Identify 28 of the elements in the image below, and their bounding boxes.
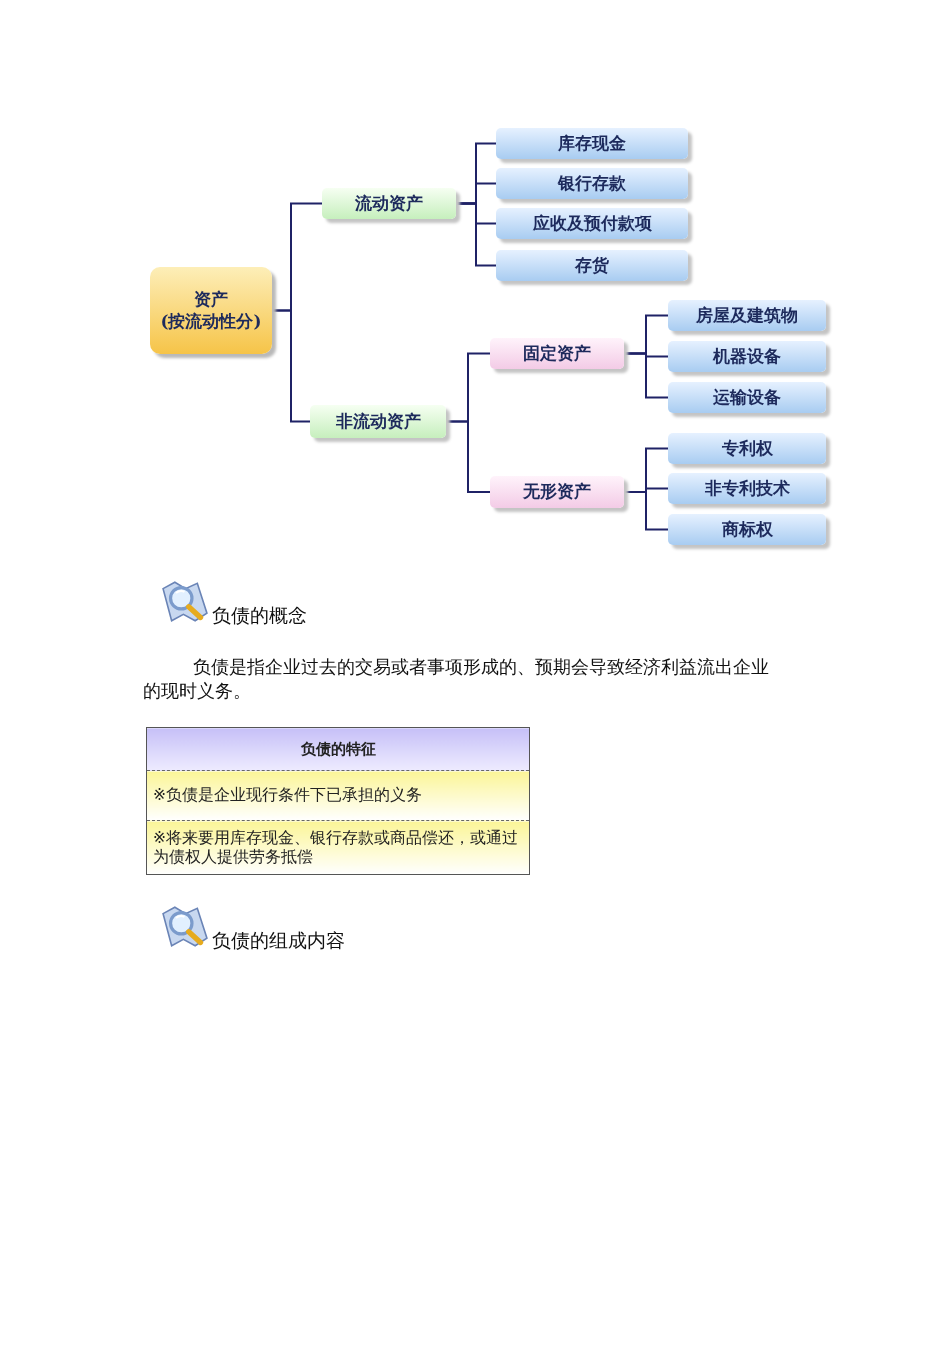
item-box: 应收及预付款项 [496,208,688,239]
table-cell: ※负债是企业现行条件下已承担的义务 [146,770,530,821]
connector-line [271,309,311,423]
subheading-text: (按流动性分) [160,310,262,332]
category-box: 非流动资产 [310,405,446,438]
item-box: 银行存款 [496,168,688,199]
connector-line [445,420,491,493]
table-header-cell: 负债的特征 [146,727,530,771]
connector-line [623,352,669,399]
body-paragraph: 负债是指企业过去的交易或者事项形成的、预期会导致经济利益流出企业的现时义务。 [143,655,770,703]
table-cell: ※将来要用库存现金、银行存款或商品偿还，或通过为债权人提供劳务抵偿 [146,820,530,875]
heading-text: 资产 [194,289,228,311]
item-box: 专利权 [668,433,826,464]
connector-line [455,202,497,267]
item-box: 运输设备 [668,382,826,413]
item-box: 库存现金 [496,128,688,159]
item-box: 机器设备 [668,341,826,372]
root-box [150,267,272,354]
item-box: 存货 [496,250,688,281]
section-heading: 负债的概念 [212,603,307,627]
connector-line [623,491,669,531]
category-box: 流动资产 [322,188,456,219]
subcategory-box: 固定资产 [490,338,624,369]
item-box: 商标权 [668,514,826,545]
section-heading: 负债的组成内容 [212,928,345,952]
item-box: 非专利技术 [668,473,826,504]
subcategory-box: 无形资产 [490,476,624,508]
item-box: 房屋及建筑物 [668,300,826,331]
